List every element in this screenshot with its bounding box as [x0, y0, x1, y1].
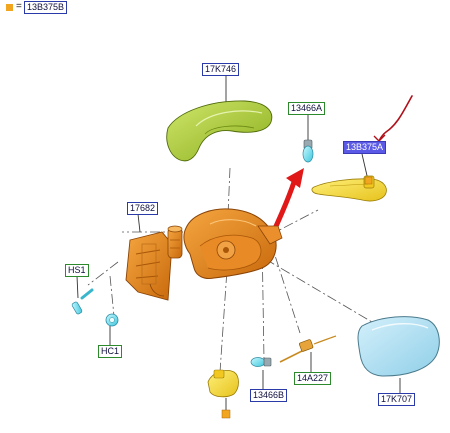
callout-hs1[interactable]: HS1 [65, 264, 89, 277]
legend-equals: = [16, 1, 22, 12]
screw-hs1 [71, 288, 94, 315]
callout-leader-lines [76, 76, 401, 410]
square-marker-icon [6, 4, 13, 11]
legend-part-label[interactable]: 13B375B [24, 1, 68, 14]
mirror-cap-cover [166, 100, 273, 162]
mirror-glass [357, 316, 440, 377]
callout-13b375a[interactable]: 13B375A [343, 141, 387, 154]
callout-17682[interactable]: 17682 [127, 202, 159, 215]
square-marker-icon [221, 176, 373, 419]
bulb-13466a [302, 139, 314, 163]
callout-17k707[interactable]: 17K707 [378, 393, 416, 406]
red-scribble-icon [373, 95, 413, 142]
callout-13466b[interactable]: 13466B [250, 389, 288, 402]
lamp-housing-13b375a [311, 175, 387, 202]
bulb-13466b [250, 357, 272, 367]
callout-13466a[interactable]: 13466A [288, 102, 326, 115]
mirror-housing [183, 208, 283, 279]
callout-14a227[interactable]: 14A227 [294, 372, 332, 385]
callout-17k746[interactable]: 17K746 [202, 63, 240, 76]
mirror-motor-17682 [125, 225, 183, 301]
wire-connector-14a227 [279, 335, 337, 363]
clip-hc1 [105, 313, 119, 327]
bottom-lamp-holder [207, 369, 239, 398]
callout-hc1[interactable]: HC1 [98, 345, 123, 358]
